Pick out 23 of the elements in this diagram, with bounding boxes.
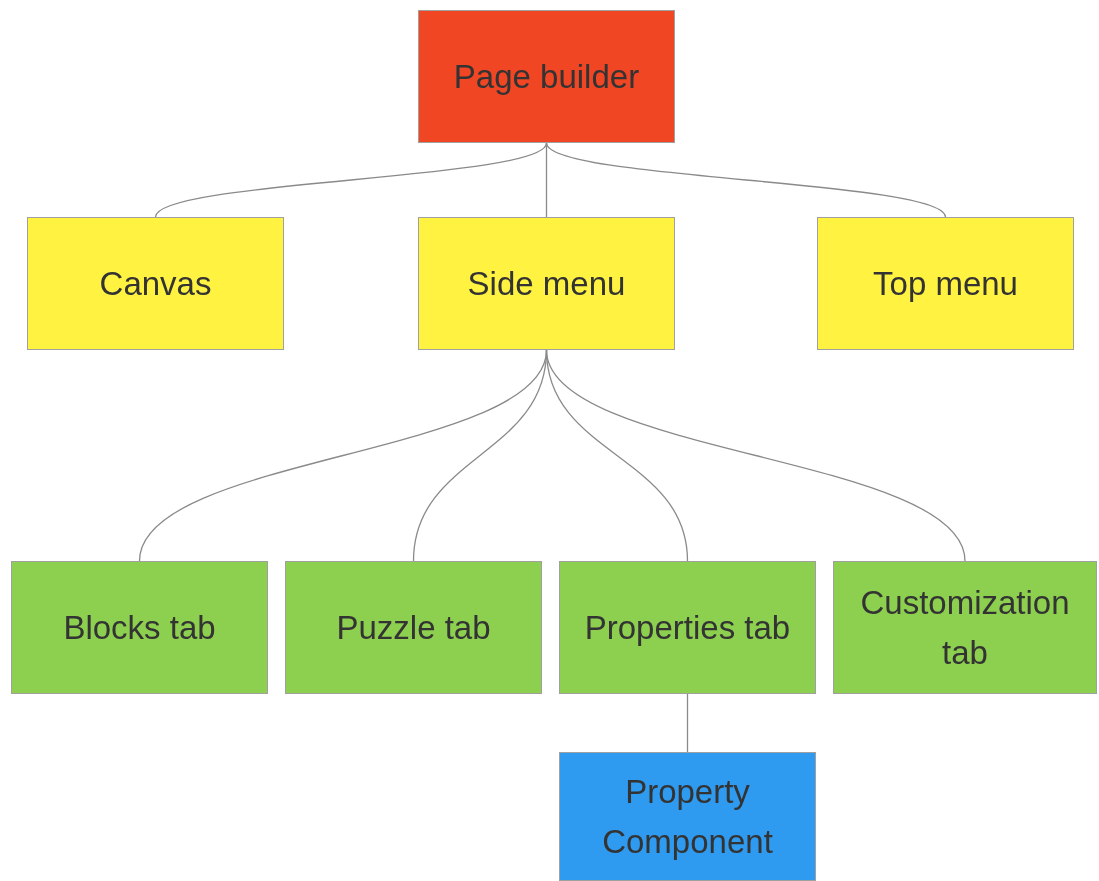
topic-box (833, 561, 1097, 694)
connector-line (154, 142, 548, 218)
topic-box (817, 217, 1074, 350)
connector-line (686, 693, 689, 753)
node-label: Puzzle tab (336, 607, 491, 648)
node-label: Property Component (601, 772, 774, 862)
node-label: Customization tab (859, 583, 1071, 673)
node-label: Top menu (873, 263, 1018, 304)
connector-line (545, 142, 947, 218)
topic-box (418, 10, 675, 143)
connector-line (545, 349, 966, 562)
topic-box (559, 752, 816, 881)
node-label: Blocks tab (63, 607, 216, 648)
topic-box (285, 561, 542, 694)
node-label: Properties tab (584, 607, 791, 648)
topic-box (11, 561, 268, 694)
node-label: Canvas (99, 263, 212, 304)
node-label: Page builder (453, 56, 640, 97)
topic-box (559, 561, 816, 694)
node-label: Side menu (467, 263, 626, 304)
topic-box (27, 217, 284, 350)
topic-box (418, 217, 675, 350)
connector-line (545, 142, 548, 218)
